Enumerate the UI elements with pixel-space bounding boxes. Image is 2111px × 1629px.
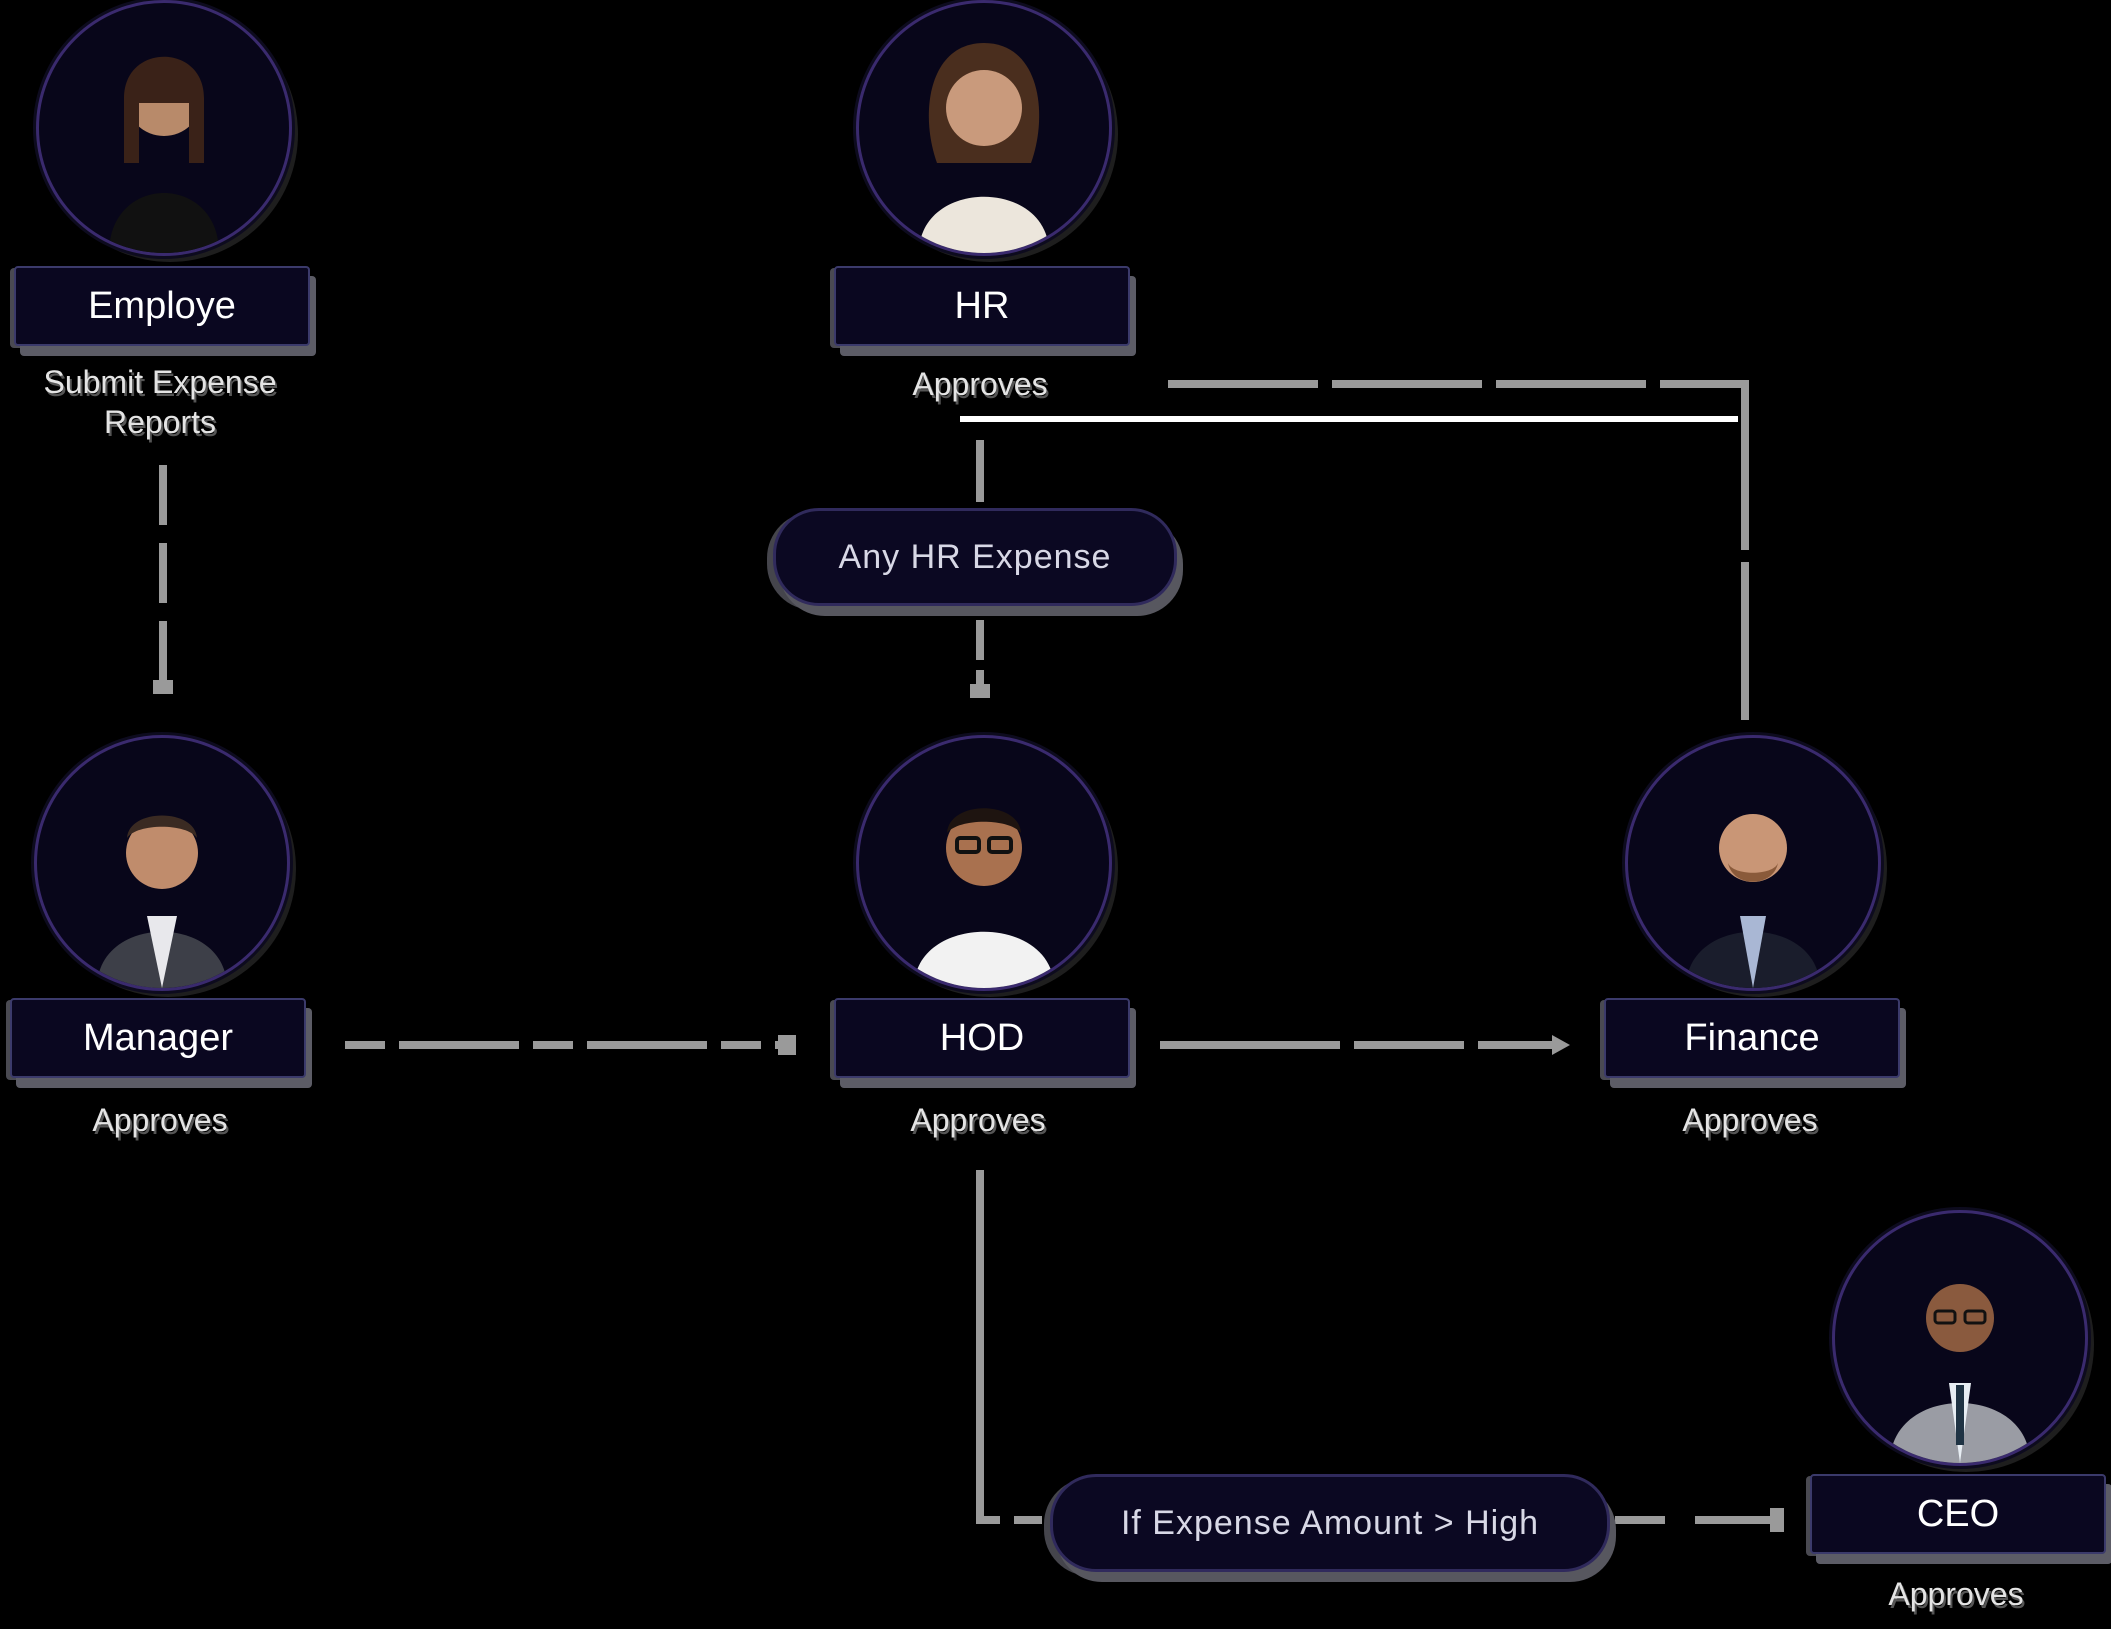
finance-caption: Approves <box>1682 1102 1818 1138</box>
connector-hod-condition <box>976 1170 1042 1524</box>
hod-avatar <box>856 735 1112 991</box>
finance-avatar <box>1625 735 1881 991</box>
employee-avatar <box>36 0 292 256</box>
hr-role-label: HR <box>834 266 1130 346</box>
condition-any-hr-expense: Any HR Expense <box>773 508 1177 606</box>
ceo-avatar <box>1832 1210 2088 1466</box>
hod-role-label: HOD <box>834 998 1130 1078</box>
condition-high-expense-amount: If Expense Amount > High <box>1050 1474 1610 1572</box>
ceo-role-label: CEO <box>1810 1474 2106 1554</box>
manager-caption: Approves <box>92 1102 228 1138</box>
hr-caption: Approves <box>912 366 1048 402</box>
employee-caption: Submit Expense Reports <box>43 364 277 440</box>
finance-role-label: Finance <box>1604 998 1900 1078</box>
manager-avatar <box>34 735 290 991</box>
hr-avatar <box>856 0 1112 256</box>
employee-role-label: Employe <box>14 266 310 346</box>
manager-role-label: Manager <box>10 998 306 1078</box>
ceo-caption: Approves <box>1888 1576 2024 1612</box>
hod-caption: Approves <box>910 1102 1046 1138</box>
